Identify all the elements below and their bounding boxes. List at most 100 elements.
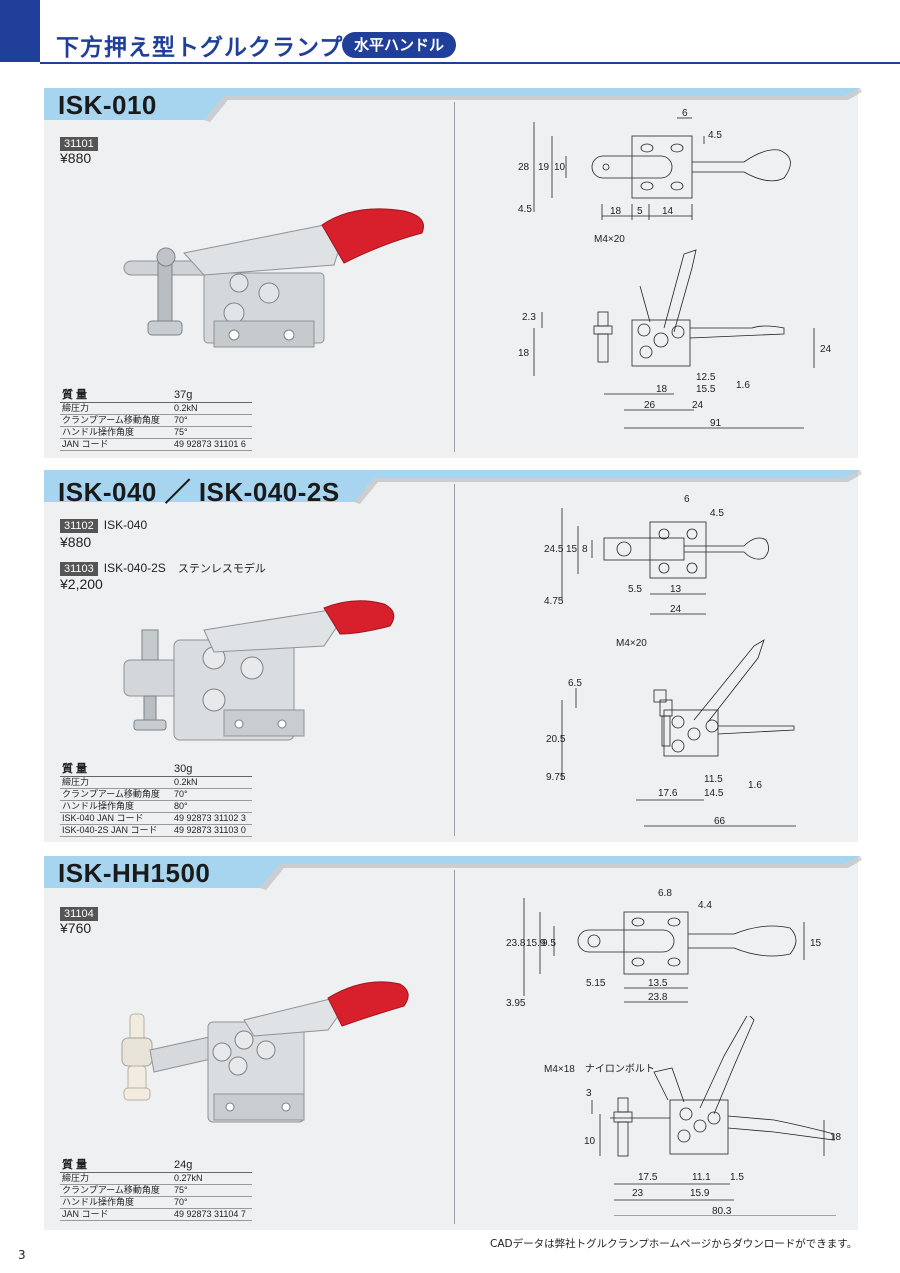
page-title: 下方押え型トグルクランプ <box>56 35 344 61</box>
svg-text:24.5: 24.5 <box>544 544 564 555</box>
svg-text:91: 91 <box>710 418 722 429</box>
svg-text:17.5: 17.5 <box>638 1172 658 1183</box>
svg-text:15: 15 <box>566 544 578 555</box>
model-name: ISK-010 <box>58 90 157 120</box>
column-divider <box>454 484 455 836</box>
price: ¥2,200 <box>60 576 103 592</box>
top-view-drawing: 6.8 4.4 23.8 15.9 9.5 3.95 5.15 13.5 23.… <box>506 888 822 1009</box>
svg-text:9.5: 9.5 <box>542 938 556 949</box>
svg-text:18: 18 <box>656 384 668 395</box>
svg-text:9.75: 9.75 <box>546 772 566 783</box>
svg-text:24: 24 <box>692 400 704 411</box>
variant-label: ISK-040-2S <box>103 561 166 575</box>
svg-text:11.5: 11.5 <box>704 774 723 785</box>
svg-text:4.5: 4.5 <box>518 204 532 215</box>
svg-text:17.6: 17.6 <box>658 788 678 799</box>
svg-text:8: 8 <box>582 544 588 555</box>
svg-text:23.8: 23.8 <box>648 992 668 1003</box>
top-view-drawing: 6 4.5 24.5 15 8 4.75 5.5 13 24 <box>544 494 769 615</box>
svg-text:23.8: 23.8 <box>506 938 526 949</box>
product-photo <box>121 981 409 1123</box>
svg-text:28: 28 <box>518 162 530 173</box>
category-badge: 水平ハンドル <box>342 32 457 58</box>
cad-download-note: CADデータは弊社トグルクランプホームページからダウンロードができます。 <box>490 1238 858 1250</box>
price: ¥760 <box>60 920 92 936</box>
column-divider <box>454 870 455 1224</box>
product-code: 31101 <box>60 137 98 151</box>
product-code: 31102 <box>60 519 98 533</box>
tab-shape <box>44 88 862 122</box>
svg-text:5.5: 5.5 <box>628 584 642 595</box>
variant-note: ステンレスモデル <box>177 563 266 575</box>
svg-text:4.5: 4.5 <box>708 130 722 141</box>
product-photo <box>123 600 395 741</box>
variant-line: 31101 <box>60 136 98 151</box>
model-name: ISK-HH1500 <box>58 858 211 888</box>
svg-text:M4×18 ナイロンボルト: M4×18 ナイロンボルト <box>544 1063 655 1075</box>
svg-text:23: 23 <box>632 1188 644 1199</box>
model-name: ISK-040 ／ ISK-040-2S <box>58 477 340 507</box>
header-rule <box>40 62 900 64</box>
svg-text:6: 6 <box>682 108 688 119</box>
product-photo <box>123 208 424 348</box>
svg-text:M4×20: M4×20 <box>616 638 647 649</box>
svg-text:6: 6 <box>684 494 690 505</box>
svg-text:20.5: 20.5 <box>546 734 566 745</box>
svg-text:3: 3 <box>586 1088 592 1099</box>
svg-text:10: 10 <box>584 1136 596 1147</box>
svg-text:2.3: 2.3 <box>522 312 536 323</box>
svg-text:15: 15 <box>810 938 822 949</box>
price: ¥880 <box>60 534 92 550</box>
product-section-isk-040: ISK-040 ／ ISK-040-2S 31102 ISK-040 ¥880 3… <box>44 470 862 842</box>
svg-text:6.5: 6.5 <box>568 678 582 689</box>
svg-text:4.4: 4.4 <box>698 900 712 911</box>
svg-text:15.5: 15.5 <box>696 384 716 395</box>
svg-text:1.6: 1.6 <box>736 380 750 391</box>
column-divider <box>454 102 455 452</box>
svg-text:4.75: 4.75 <box>544 596 564 607</box>
svg-text:12.5: 12.5 <box>696 372 716 383</box>
product-code: 31103 <box>60 562 98 576</box>
section-tab: ISK-HH1500 <box>44 856 864 890</box>
tab-shape <box>44 856 862 890</box>
side-view-drawing: M4×18 ナイロンボルト 3 10 18 17.5 11.1 1.5 23 1… <box>544 1016 842 1216</box>
svg-text:4.5: 4.5 <box>710 508 724 519</box>
svg-text:18: 18 <box>610 206 622 217</box>
variant-label: ISK-040 <box>103 518 148 532</box>
tab-shape <box>44 470 862 504</box>
svg-text:66: 66 <box>714 816 726 827</box>
price: ¥880 <box>60 150 92 166</box>
svg-text:18: 18 <box>830 1132 842 1143</box>
page-number: 3 <box>18 1248 26 1262</box>
svg-text:80.3: 80.3 <box>712 1206 732 1216</box>
svg-text:M4×20: M4×20 <box>594 234 625 245</box>
variant-line: 31102 ISK-040 <box>60 518 147 533</box>
svg-text:5: 5 <box>637 206 643 217</box>
svg-text:5.15: 5.15 <box>586 978 606 989</box>
section-tab: ISK-040 ／ ISK-040-2S <box>44 470 864 507</box>
svg-text:15.9: 15.9 <box>526 938 546 949</box>
svg-text:24: 24 <box>670 604 682 615</box>
section-tab: ISK-010 <box>44 88 864 122</box>
svg-text:10: 10 <box>554 162 566 173</box>
variant-line: 31103 ISK-040-2S ステンレスモデル <box>60 560 266 576</box>
svg-text:6.8: 6.8 <box>658 888 672 899</box>
top-view-drawing: 6 4.5 28 19 10 4.5 18 5 14 <box>518 108 791 220</box>
svg-text:15.9: 15.9 <box>690 1188 710 1199</box>
